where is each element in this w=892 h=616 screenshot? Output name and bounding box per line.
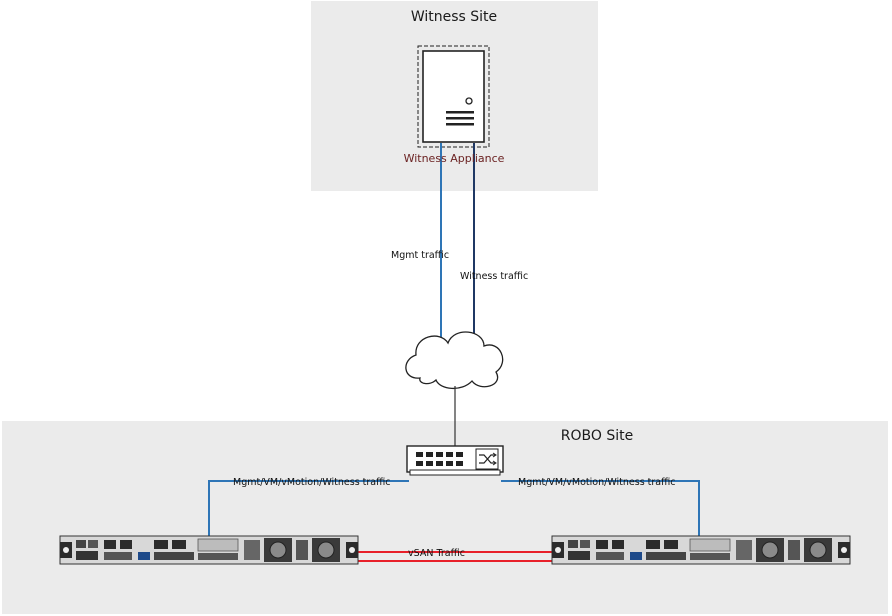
switch-icon: [406, 445, 504, 476]
left-host-traffic-label: Mgmt/VM/vMotion/Witness traffic: [233, 477, 391, 488]
left-host-link: [208, 480, 409, 538]
witness-appliance-label: Witness Appliance: [404, 152, 505, 165]
rack-server-icon: [59, 535, 359, 565]
cloud-icon: [405, 331, 504, 390]
robo-site-title: ROBO Site: [561, 428, 633, 444]
right-host-link: [501, 480, 700, 538]
rack-server-icon: [551, 535, 851, 565]
witness-site-title: Witness Site: [411, 9, 497, 25]
mgmt-traffic-label: Mgmt traffic: [391, 250, 449, 261]
witness-traffic-label: Witness traffic: [460, 271, 528, 282]
vsan-traffic-label: vSAN Traffic: [408, 548, 465, 559]
server-icon: [417, 45, 490, 148]
right-host-traffic-label: Mgmt/VM/vMotion/Witness traffic: [518, 477, 676, 488]
